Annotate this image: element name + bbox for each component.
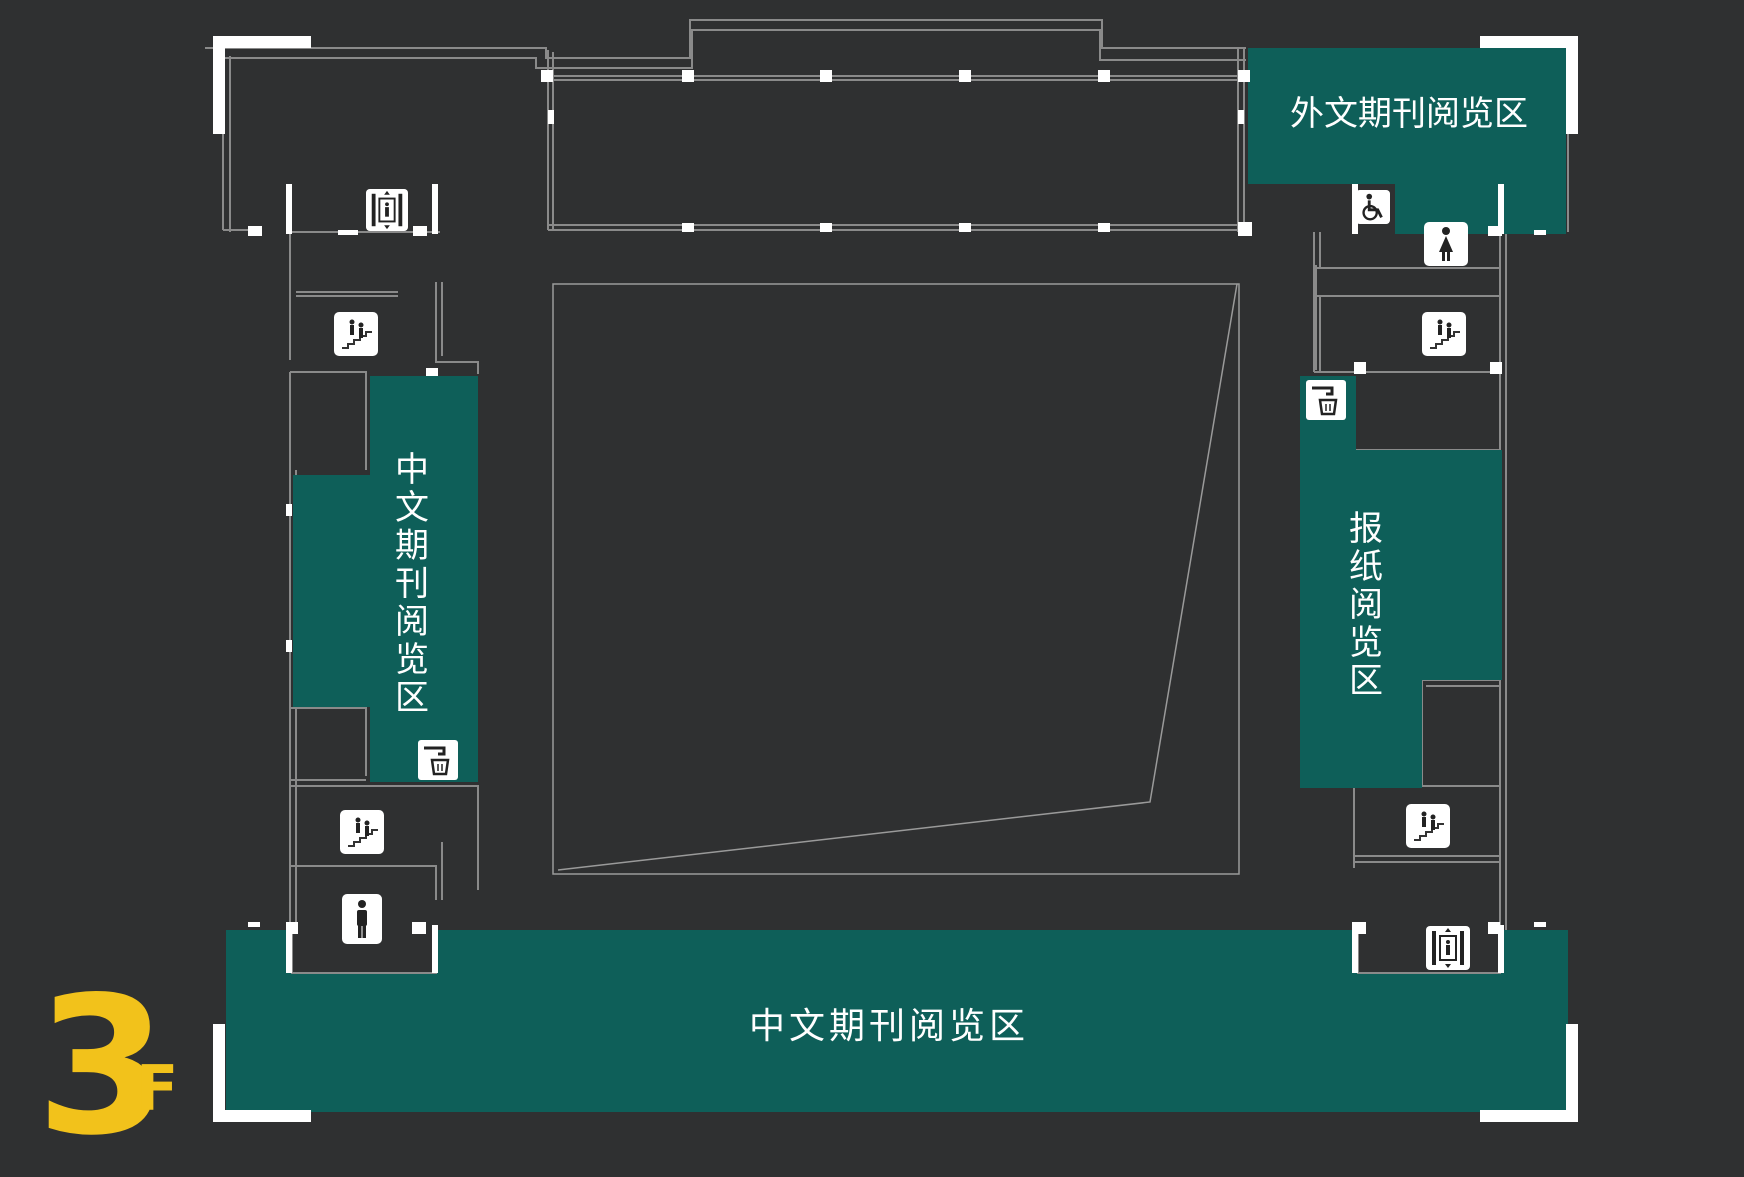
zone-label-char: 期 bbox=[395, 526, 429, 566]
stairs-icon bbox=[1422, 312, 1466, 356]
elevator-icon bbox=[1426, 926, 1470, 970]
zone-labels: 外文期刊阅览区 中文期刊阅览区 中 文 期 刊 阅 览 区 报 纸 阅 览 区 bbox=[395, 94, 1528, 1047]
mens-restroom-icon bbox=[342, 894, 382, 944]
facility-icons bbox=[334, 188, 1470, 970]
zone-label-char: 阅 bbox=[1349, 585, 1383, 625]
zone-label-char: 中 bbox=[395, 450, 429, 490]
zones bbox=[226, 48, 1568, 1112]
zone-label-char: 览 bbox=[1349, 623, 1383, 663]
zone-label-foreign-periodicals: 外文期刊阅览区 bbox=[1290, 94, 1528, 134]
stairs-icon bbox=[334, 312, 378, 356]
zone-chinese-periodicals-south bbox=[226, 930, 1568, 1112]
corner-marks bbox=[213, 36, 1578, 1122]
atrium bbox=[552, 283, 1240, 875]
zone-foreign-periodicals bbox=[1248, 48, 1566, 184]
floor-unit: F bbox=[136, 1052, 179, 1125]
elevator-icon bbox=[366, 188, 408, 232]
stairs-icon bbox=[340, 810, 384, 854]
water-dispenser-icon bbox=[418, 740, 458, 780]
womens-restroom-icon bbox=[1424, 222, 1468, 266]
zone-label-chinese-periodicals-west: 中 文 期 刊 阅 览 区 bbox=[395, 450, 429, 718]
zone-label-char: 览 bbox=[395, 640, 429, 680]
zone-newspapers-east bbox=[1300, 376, 1356, 788]
stairs-icon bbox=[1406, 804, 1450, 848]
zone-label-char: 纸 bbox=[1349, 547, 1383, 587]
floor-plan: 外文期刊阅览区 中文期刊阅览区 中 文 期 刊 阅 览 区 报 纸 阅 览 区 bbox=[205, 19, 1578, 1122]
zone-label-char: 刊 bbox=[395, 564, 429, 604]
zone-label-char: 区 bbox=[395, 678, 429, 718]
zone-label-chinese-periodicals-south: 中文期刊阅览区 bbox=[749, 1006, 1029, 1047]
zone-label-char: 阅 bbox=[395, 602, 429, 642]
floor-number: 3 bbox=[36, 956, 168, 1177]
zone-label-char: 报 bbox=[1349, 509, 1383, 549]
wheelchair-icon bbox=[1356, 190, 1390, 224]
water-dispenser-icon bbox=[1306, 380, 1346, 420]
zone-label-char: 文 bbox=[395, 488, 429, 528]
zone-label-newspapers-east: 报 纸 阅 览 区 bbox=[1349, 509, 1383, 701]
zone-label-char: 区 bbox=[1349, 661, 1383, 701]
zone-chinese-periodicals-west-main bbox=[370, 376, 478, 782]
